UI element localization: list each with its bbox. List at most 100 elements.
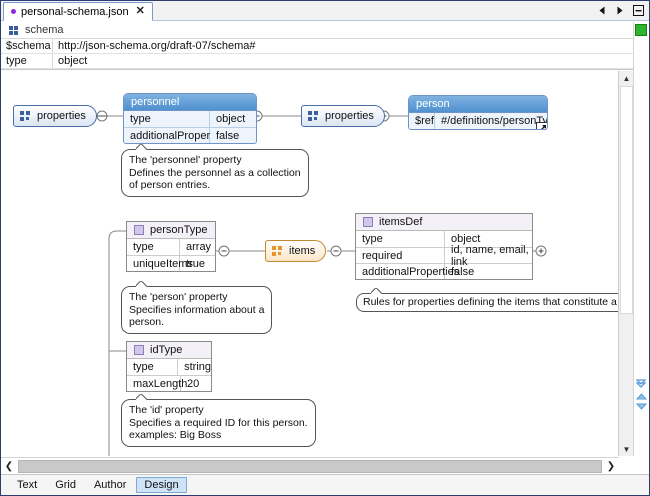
- comment-line: The 'personnel' property: [129, 154, 242, 166]
- callout-tail: [371, 288, 383, 294]
- node-key: type: [356, 231, 445, 247]
- node-personnel[interactable]: personnel type object additionalProperti…: [123, 93, 257, 144]
- node-value[interactable]: object: [451, 233, 481, 245]
- callout-tail: [136, 394, 148, 400]
- node-row[interactable]: type string: [127, 359, 211, 375]
- node-value[interactable]: object: [210, 111, 256, 127]
- tab-text[interactable]: Text: [17, 479, 38, 491]
- node-row[interactable]: additionalProperties false: [356, 263, 532, 279]
- header-row-schema[interactable]: $schema http://json-schema.org/draft-07/…: [1, 39, 649, 54]
- comment-line: of person entries.: [129, 179, 211, 191]
- scroll-up-arrow-icon[interactable]: ▲: [622, 73, 631, 83]
- node-row[interactable]: type array: [127, 239, 215, 255]
- comment-line: person.: [129, 316, 165, 328]
- comment-personnel[interactable]: The 'personnel' property Defines the per…: [121, 149, 309, 197]
- items-label: items: [289, 245, 316, 257]
- horizontal-scroll-thumb[interactable]: [18, 459, 602, 473]
- scroll-right-arrow-icon[interactable]: ❯: [606, 460, 616, 472]
- comment-line: Rules for properties defining the items …: [363, 296, 635, 308]
- node-value[interactable]: string: [184, 361, 211, 373]
- node-title: personType: [150, 224, 208, 236]
- node-key: required: [356, 248, 445, 263]
- properties-icon: [20, 111, 31, 121]
- vertical-scrollbar[interactable]: ▲ ▼: [618, 71, 633, 456]
- node-title: personnel: [124, 94, 256, 111]
- comment-id[interactable]: The 'id' property Specifies a required I…: [121, 399, 316, 447]
- header-row-type[interactable]: type object: [1, 54, 649, 69]
- callout-tail: [136, 144, 148, 150]
- node-key: $ref: [409, 113, 435, 129]
- node-row[interactable]: type object: [356, 231, 532, 247]
- modified-dot-icon: [11, 9, 16, 14]
- scroll-left-arrow-icon[interactable]: ❮: [4, 460, 14, 472]
- node-header: idType: [127, 342, 211, 359]
- node-row[interactable]: $ref #/definitions/personType: [409, 113, 547, 129]
- node-row[interactable]: type object: [124, 111, 256, 127]
- comment-itemsDef[interactable]: Rules for properties defining the items …: [356, 293, 635, 312]
- items-icon: [272, 246, 283, 256]
- comment-line: The 'id' property: [129, 404, 204, 416]
- tab-list-icon[interactable]: [631, 3, 646, 18]
- expand-up-icon[interactable]: [636, 392, 647, 401]
- node-value[interactable]: #/definitions/personType: [434, 113, 547, 129]
- properties-node-2[interactable]: properties: [301, 105, 385, 127]
- comment-line: Specifies information about a: [129, 303, 265, 316]
- node-key: uniqueItems: [127, 256, 193, 271]
- tab-author[interactable]: Author: [93, 479, 127, 491]
- node-key: maxLength: [127, 376, 187, 391]
- schema-root-grid: schema $schema http://json-schema.org/dr…: [1, 22, 649, 70]
- comment-person[interactable]: The 'person' property Specifies informat…: [121, 286, 273, 334]
- schema-root-label: schema: [25, 24, 64, 36]
- horizontal-scrollbar[interactable]: ❮ ❯: [1, 457, 619, 474]
- header-value[interactable]: object: [58, 55, 88, 67]
- vertical-scroll-thumb[interactable]: [620, 86, 633, 314]
- goto-definition-icon[interactable]: [536, 122, 547, 129]
- node-idType[interactable]: idType type string maxLength 20: [126, 341, 212, 392]
- node-itemsDef[interactable]: itemsDef type object required id, name, …: [355, 213, 533, 280]
- tab-grid[interactable]: Grid: [55, 479, 76, 491]
- schema-root-row[interactable]: schema: [1, 22, 649, 39]
- collapse-all-icon[interactable]: [636, 379, 647, 388]
- header-value[interactable]: http://json-schema.org/draft-07/schema#: [58, 40, 256, 52]
- node-value[interactable]: 20: [187, 377, 200, 390]
- node-row[interactable]: maxLength 20: [127, 375, 211, 391]
- tab-design[interactable]: Design: [136, 477, 187, 493]
- properties-label: properties: [325, 110, 374, 122]
- grid-icon: [9, 25, 19, 35]
- node-key: additionalProperties: [124, 128, 227, 143]
- node-value[interactable]: id, name, email, link: [451, 243, 529, 268]
- chevron-left-icon[interactable]: [595, 3, 610, 18]
- node-value[interactable]: false: [451, 265, 475, 278]
- node-row[interactable]: additionalProperties false: [124, 127, 256, 143]
- node-key: type: [127, 359, 179, 375]
- node-row[interactable]: required id, name, email, link: [356, 243, 532, 268]
- outline-gutter[interactable]: [633, 22, 649, 456]
- expand-down-icon[interactable]: [636, 402, 647, 411]
- properties-label: properties: [37, 110, 86, 122]
- properties-icon: [308, 111, 319, 121]
- close-icon[interactable]: ✕: [135, 5, 145, 17]
- properties-node-1[interactable]: properties: [13, 105, 97, 127]
- status-ok-marker: [635, 24, 647, 36]
- comment-line: Specifies a required ID for this person.: [129, 416, 308, 429]
- node-header: personType: [127, 222, 215, 239]
- node-key: type: [127, 239, 180, 255]
- node-person[interactable]: person $ref #/definitions/personType: [408, 95, 548, 130]
- header-key: type: [1, 54, 53, 68]
- node-title: itemsDef: [379, 216, 423, 228]
- node-header: itemsDef: [356, 214, 532, 231]
- node-value[interactable]: array: [186, 241, 212, 253]
- definition-icon: [134, 345, 144, 355]
- document-tab-personal-schema[interactable]: personal-schema.json ✕: [3, 2, 153, 21]
- chevron-right-icon[interactable]: [612, 3, 627, 18]
- scroll-down-arrow-icon[interactable]: ▼: [622, 444, 631, 454]
- editor-tab-bar: personal-schema.json ✕: [1, 1, 649, 21]
- items-node[interactable]: items: [265, 240, 327, 262]
- node-value[interactable]: false: [210, 128, 256, 143]
- design-canvas[interactable]: properties personnel type object additio…: [1, 71, 635, 456]
- node-key: additionalProperties: [356, 264, 459, 279]
- node-personType[interactable]: personType type array uniqueItems true: [126, 221, 216, 272]
- node-value[interactable]: true: [186, 257, 205, 270]
- node-row[interactable]: uniqueItems true: [127, 255, 215, 271]
